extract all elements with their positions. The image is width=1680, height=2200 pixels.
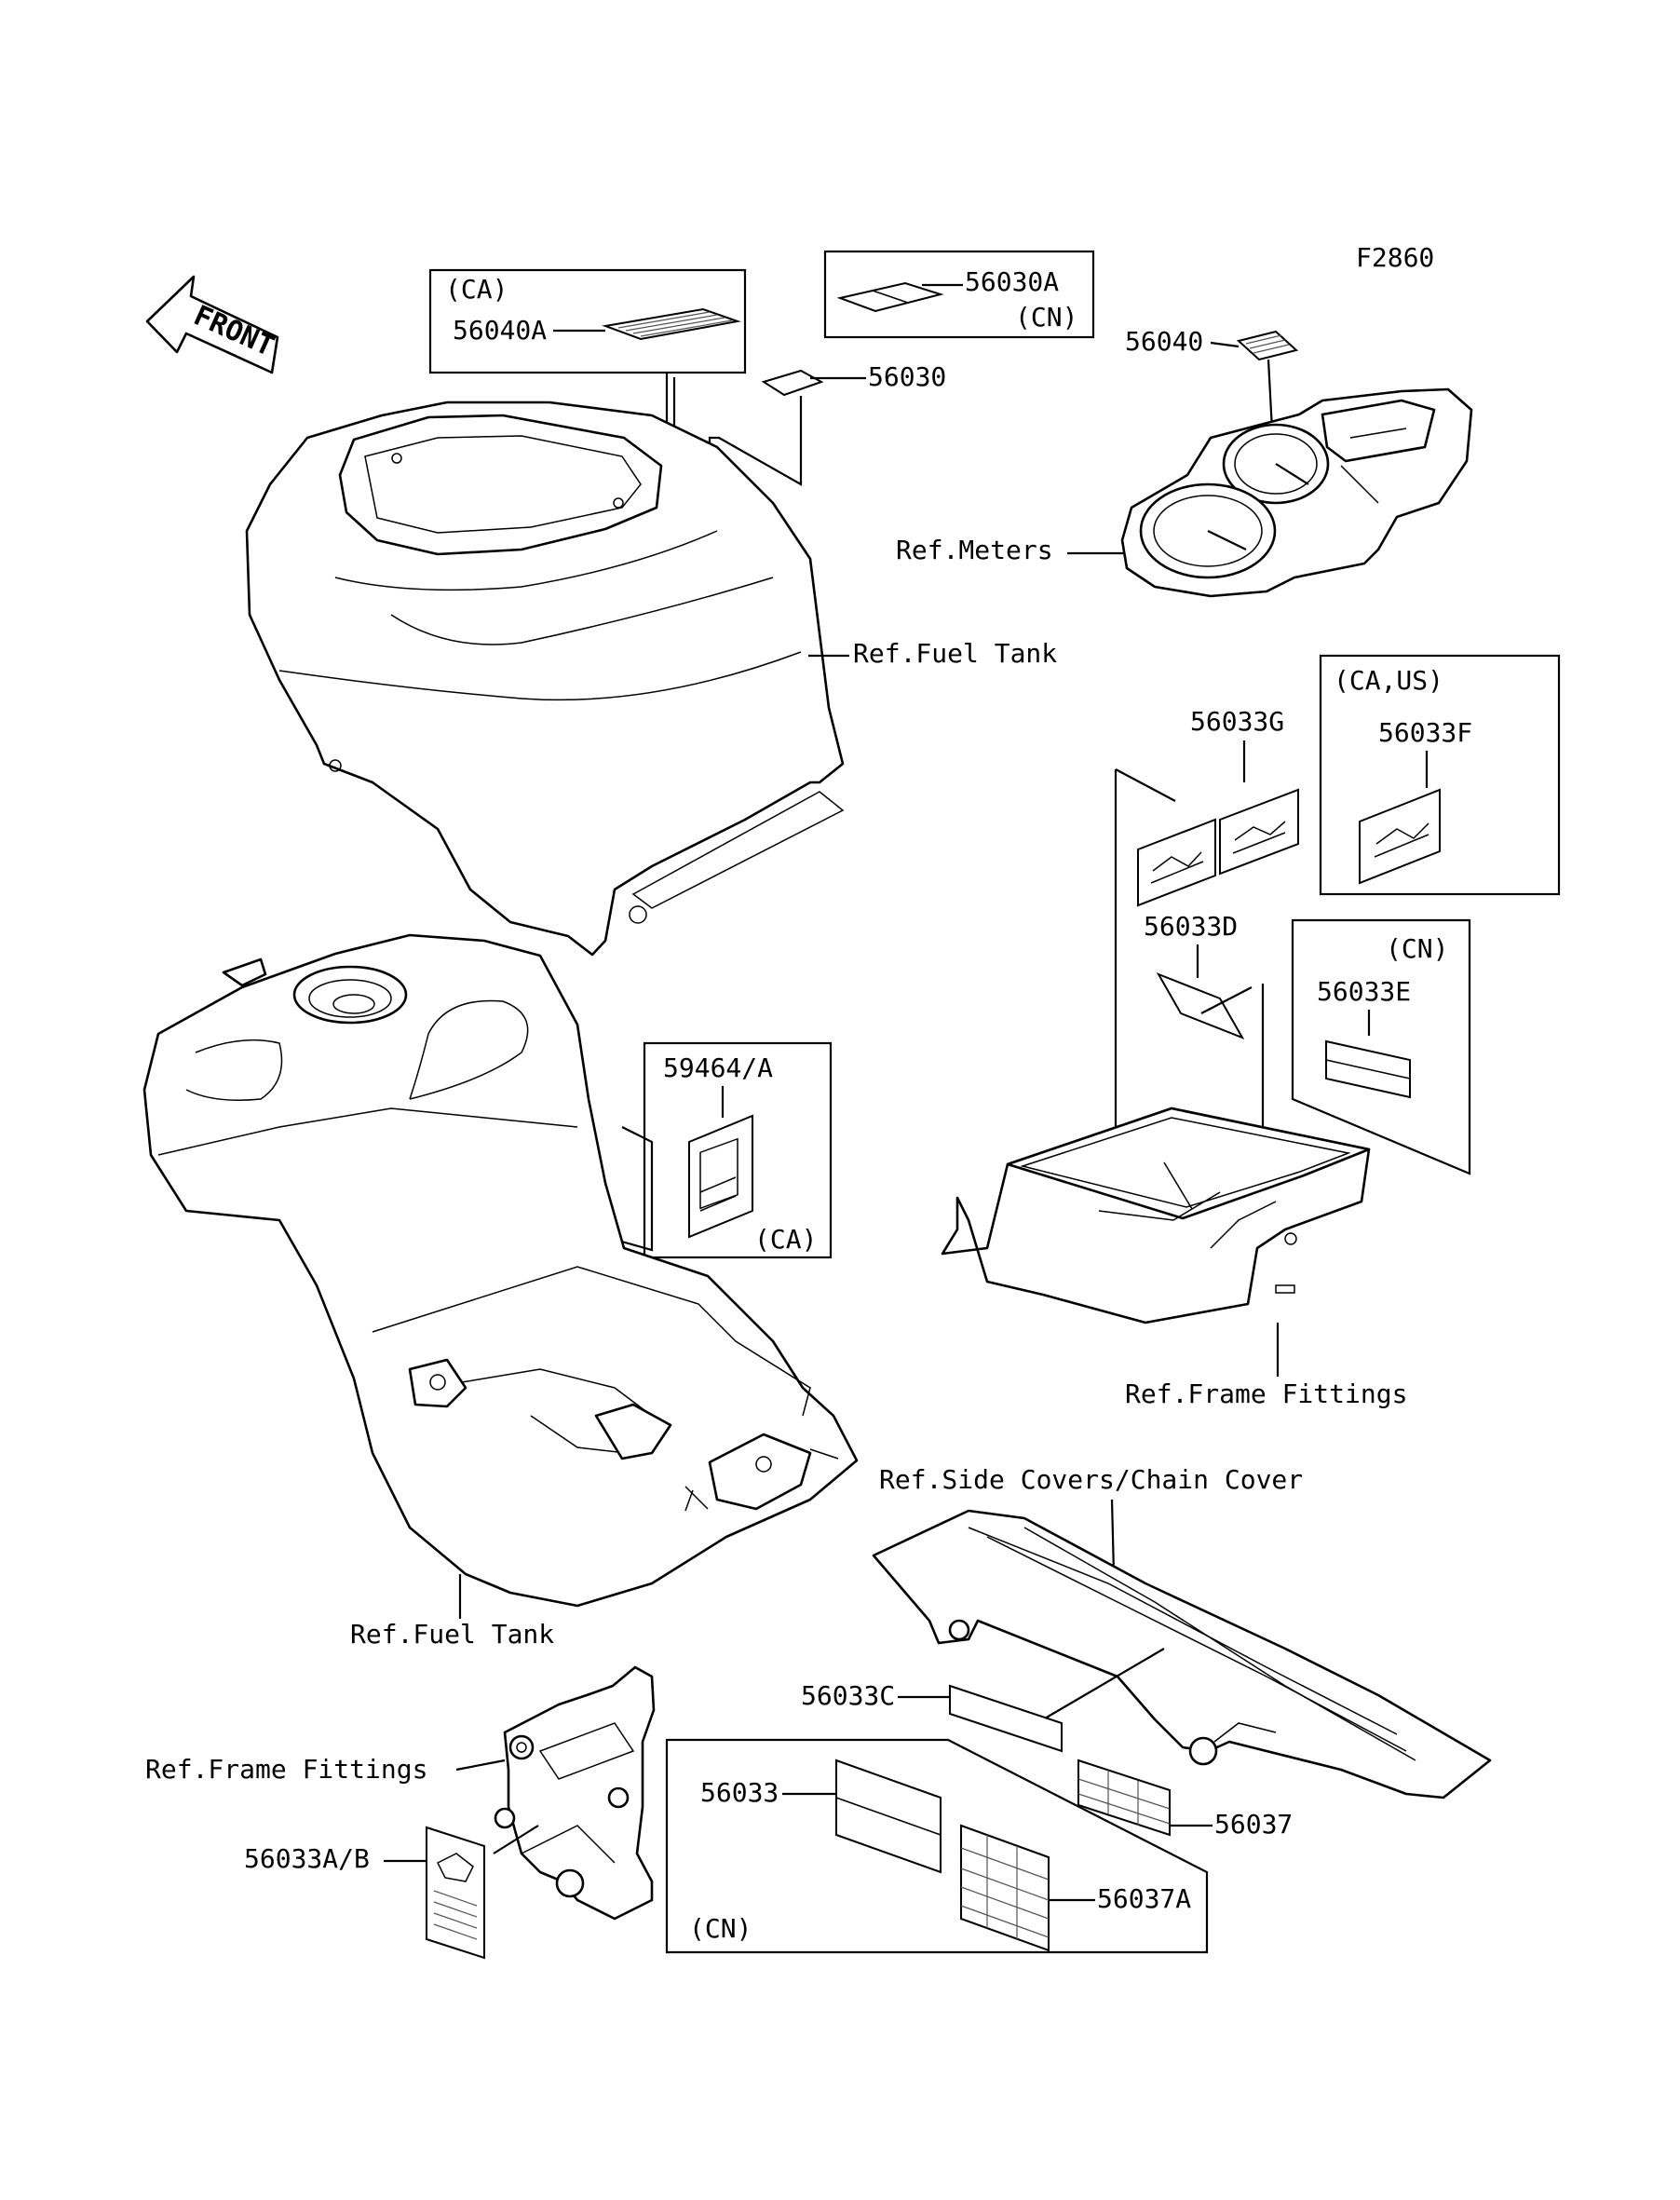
region-cn-label-3: (CN)	[689, 1913, 752, 1944]
sticker-56030	[761, 369, 824, 397]
part-56033-label: 56033	[700, 1777, 779, 1808]
sticker-56033ab	[426, 1826, 485, 1960]
ref-frame-fittings-label-right: Ref.Frame Fittings	[1125, 1378, 1407, 1409]
region-ca-label-2: (CA)	[754, 1224, 817, 1255]
callout-box-ca-59464a	[643, 1041, 833, 1259]
fuel-tank-cover	[245, 401, 845, 957]
ref-frame-fittings-label-left: Ref.Frame Fittings	[145, 1754, 427, 1785]
part-59464a-label: 59464/A	[663, 1052, 773, 1083]
sticker-56033c	[949, 1684, 1063, 1753]
callout-box-cn-56030a	[823, 250, 1095, 339]
sticker-56033d	[1156, 972, 1245, 1039]
ref-fuel-tank-label-bottom: Ref.Fuel Tank	[350, 1619, 554, 1650]
callout-box-ca-us-56033f	[1319, 654, 1561, 896]
region-cn-label-2: (CN)	[1386, 933, 1448, 964]
sticker-56037	[1077, 1759, 1171, 1837]
part-56040-label: 56040	[1125, 326, 1203, 357]
fuel-tank	[142, 933, 859, 1608]
region-ca-label-1: (CA)	[445, 274, 508, 305]
sticker-56037a	[960, 1824, 1050, 1952]
chain-cover	[872, 1509, 1492, 1799]
part-56033ab-label: 56033A/B	[244, 1843, 370, 1874]
ref-fuel-tank-label-top: Ref.Fuel Tank	[853, 638, 1057, 669]
callout-box-ca-56040a	[428, 268, 747, 374]
part-56040a-label: 56040A	[453, 315, 547, 346]
sticker-56040	[1236, 330, 1299, 361]
sticker-59464a	[688, 1114, 753, 1239]
part-56030-label: 56030	[868, 361, 946, 392]
region-cn-label-1: (CN)	[1015, 302, 1077, 333]
part-56033c-label: 56033C	[801, 1680, 895, 1711]
callout-box-cn-56033	[665, 1738, 1209, 1954]
sticker-56033g-right	[1219, 788, 1299, 876]
sticker-56033f	[1359, 788, 1441, 885]
part-56037-label: 56037	[1214, 1809, 1293, 1840]
sticker-56033	[835, 1759, 942, 1874]
callout-box-cn-56033e	[1291, 918, 1471, 1175]
part-56033f-label: 56033F	[1378, 717, 1472, 748]
sticker-56040a	[602, 307, 741, 341]
sticker-56033g-left	[1137, 818, 1216, 907]
part-56037a-label: 56037A	[1097, 1883, 1191, 1914]
battery-case	[941, 1107, 1371, 1324]
frame-fitting-bracket	[494, 1665, 656, 1921]
front-arrow-icon: FRONT	[145, 275, 278, 374]
sticker-56033e	[1325, 1039, 1411, 1099]
sticker-56030a	[836, 281, 944, 313]
ref-meters-label: Ref.Meters	[896, 535, 1053, 565]
part-56033d-label: 56033D	[1144, 911, 1238, 942]
ref-side-covers-label: Ref.Side Covers/Chain Cover	[879, 1464, 1303, 1495]
region-ca-us-label: (CA,US)	[1334, 665, 1443, 696]
part-56033g-label: 56033G	[1190, 706, 1284, 737]
meters-assembly	[1120, 387, 1473, 598]
part-56033e-label: 56033E	[1317, 976, 1411, 1007]
part-56030a-label: 56030A	[965, 266, 1059, 297]
figure-code: F2860	[1356, 242, 1434, 273]
